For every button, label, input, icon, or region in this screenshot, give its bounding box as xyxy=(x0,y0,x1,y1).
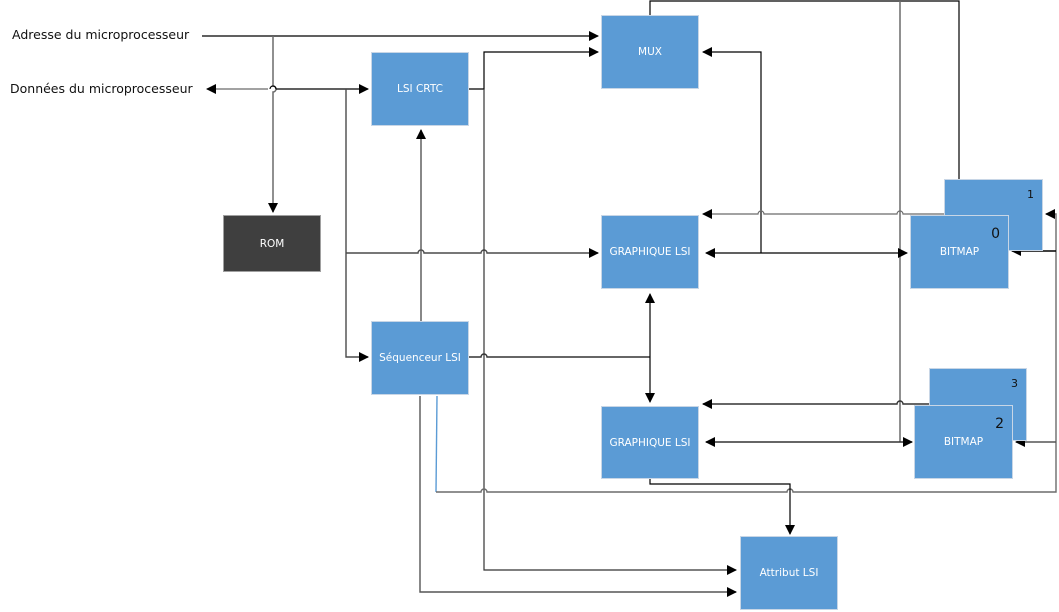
bitmap2-label: BITMAP xyxy=(943,436,984,448)
graphique-bitmap0-link xyxy=(702,209,944,258)
data-input-label: Données du microprocesseur xyxy=(10,81,193,96)
graphique-to-attribut-line xyxy=(649,479,795,535)
address-to-rom-line xyxy=(268,36,278,213)
bitmap2-block[interactable]: BITMAP 2 xyxy=(914,405,1013,479)
data-bus-branch xyxy=(345,89,599,362)
sequenceur-label: Séquenceur LSI xyxy=(379,352,461,364)
mux-label: MUX xyxy=(638,46,662,58)
mux-block[interactable]: MUX xyxy=(601,15,699,89)
crtc-block[interactable]: LSI CRTC xyxy=(371,52,469,126)
graphique-to-mux-line xyxy=(702,47,762,253)
bitmap3-index: 3 xyxy=(1011,377,1018,390)
sequenceur-to-attribut-line xyxy=(419,396,737,597)
bitmap0-index: 0 xyxy=(991,226,1000,242)
rom-block[interactable]: ROM xyxy=(223,215,321,272)
bitmap1-index: 1 xyxy=(1027,188,1034,201)
graphique-bottom-label: GRAPHIQUE LSI xyxy=(609,436,691,449)
attribut-block[interactable]: Attribut LSI xyxy=(740,536,838,610)
crtc-label: LSI CRTC xyxy=(397,83,443,95)
bitmap2-index: 2 xyxy=(995,416,1004,432)
mux-to-bitmap-line xyxy=(649,0,964,215)
bitmap0-block[interactable]: BITMAP 0 xyxy=(910,215,1009,289)
data-bus-line xyxy=(206,84,369,94)
bitmap0-label: BITMAP xyxy=(939,246,980,258)
rom-label: ROM xyxy=(259,237,285,250)
sequenceur-to-graphique-line xyxy=(469,353,650,358)
address-input-label: Adresse du microprocesseur xyxy=(12,27,190,42)
attribut-label: Attribut LSI xyxy=(759,567,819,579)
sequenceur-block[interactable]: Séquenceur LSI xyxy=(371,321,469,395)
crtc-to-mux-line xyxy=(469,47,737,575)
sequenceur-feedback-line xyxy=(435,209,1057,493)
graphique-top-block[interactable]: GRAPHIQUE LSI xyxy=(601,215,699,289)
graphique-top-label: GRAPHIQUE LSI xyxy=(609,246,691,258)
graphique-bottom-block[interactable]: GRAPHIQUE LSI xyxy=(601,406,699,479)
graphique-bitmap2-link xyxy=(702,399,929,447)
